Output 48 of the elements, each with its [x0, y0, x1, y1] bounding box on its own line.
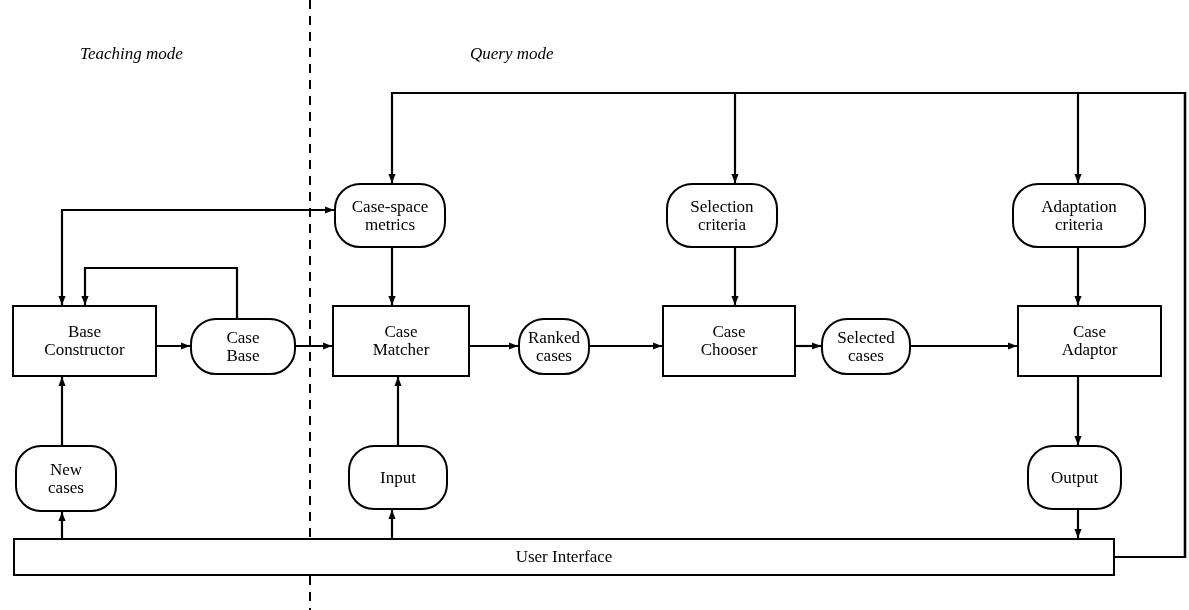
- arrow: [388, 510, 396, 538]
- arrow: [796, 342, 821, 350]
- arrow: [470, 342, 518, 350]
- arrow: [1074, 91, 1187, 559]
- node-label: Selected cases: [836, 328, 896, 365]
- node-label: Case Adaptor: [1060, 323, 1119, 359]
- terminal-box: [518, 318, 590, 375]
- node-label: Selection criteria: [689, 197, 755, 234]
- node-label: Case Matcher: [371, 323, 431, 359]
- terminal-box: [1027, 445, 1122, 510]
- process-box: [13, 538, 1115, 576]
- arrow: [1074, 377, 1082, 445]
- node-label: Adaptation criteria: [1040, 197, 1118, 234]
- terminal-box: [15, 445, 117, 512]
- arrow: [296, 342, 332, 350]
- node-label: Case-space metrics: [350, 197, 430, 234]
- process-box: [12, 305, 157, 377]
- terminal-box: [1012, 183, 1146, 248]
- node-label: Input: [380, 468, 416, 487]
- mode-label: Query mode: [470, 44, 554, 64]
- terminal-box: [666, 183, 778, 248]
- arrow: [81, 266, 239, 318]
- arrow: [590, 342, 662, 350]
- node-label: New cases: [47, 460, 85, 497]
- arrow: [58, 512, 66, 538]
- terminal-box: [348, 445, 448, 510]
- process-box: [332, 305, 470, 377]
- node-label: Case Base: [225, 328, 261, 365]
- arrow: [1074, 510, 1082, 538]
- terminal-box: [821, 318, 911, 375]
- arrow: [58, 377, 66, 445]
- arrow: [58, 206, 334, 305]
- terminal-box: [334, 183, 446, 248]
- arrow: [157, 342, 190, 350]
- arrow: [731, 248, 739, 305]
- node-label: Base Constructor: [43, 323, 126, 359]
- node-label: User Interface: [515, 548, 613, 566]
- arrow: [394, 377, 402, 445]
- node-label: Output: [1050, 468, 1099, 487]
- node-label: Ranked cases: [527, 328, 581, 365]
- process-box: [1017, 305, 1162, 377]
- terminal-box: [190, 318, 296, 375]
- process-box: [662, 305, 796, 377]
- node-label: Case Chooser: [699, 323, 759, 359]
- mode-label: Teaching mode: [80, 44, 183, 64]
- arrow: [1074, 248, 1082, 305]
- arrow: [388, 248, 396, 305]
- arrow: [911, 342, 1017, 350]
